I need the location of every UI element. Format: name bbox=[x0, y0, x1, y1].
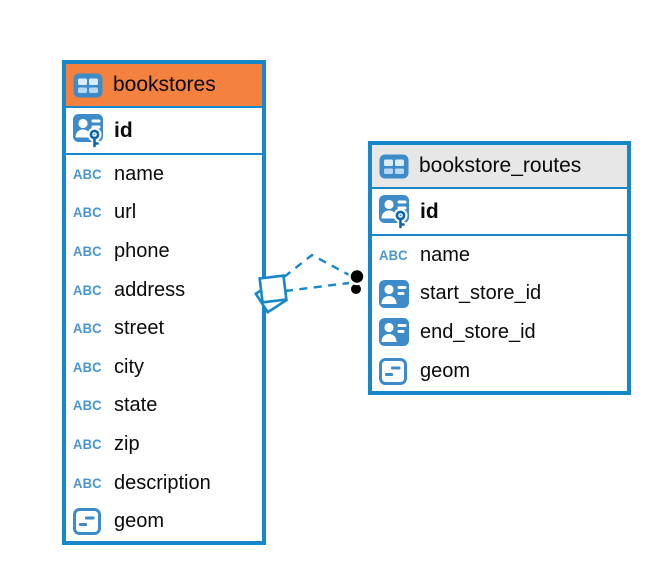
relation-endpoint-dot bbox=[348, 267, 366, 296]
column-row-id[interactable]: id bbox=[372, 189, 627, 236]
relation-line[interactable] bbox=[283, 253, 352, 278]
table-header[interactable]: bookstore_routes bbox=[372, 145, 627, 189]
column-row-name[interactable]: ABC name bbox=[73, 162, 165, 185]
column-row-address[interactable]: ABC address bbox=[73, 278, 186, 301]
text-icon: ABC bbox=[73, 397, 102, 414]
column-row-state[interactable]: ABC state bbox=[73, 394, 158, 417]
text-icon: ABC bbox=[73, 436, 102, 453]
column-row-name[interactable]: ABC name bbox=[379, 243, 471, 266]
table-title: bookstores bbox=[113, 73, 216, 96]
column-row-start_store_id[interactable]: start_store_id bbox=[372, 275, 627, 314]
column-row-street[interactable]: ABC street bbox=[73, 317, 165, 340]
text-icon: ABC bbox=[73, 166, 102, 183]
table-icon bbox=[379, 154, 409, 179]
table-title: bookstore_routes bbox=[419, 154, 582, 177]
relation-line[interactable] bbox=[284, 281, 350, 293]
text-icon: ABC bbox=[379, 247, 408, 264]
primary-key-icon bbox=[379, 194, 411, 230]
table-columns: id ABC name ABC url ABC phone ABC addres… bbox=[66, 108, 262, 541]
table-node-bookstores[interactable]: bookstores id ABC name ABC url ABC phone… bbox=[62, 60, 266, 545]
text-icon: ABC bbox=[73, 359, 102, 376]
column-row-id[interactable]: id bbox=[66, 108, 262, 155]
reference-icon bbox=[379, 318, 411, 347]
column-row-geom[interactable]: geom bbox=[372, 352, 627, 391]
text-icon: ABC bbox=[73, 475, 102, 491]
column-row-url[interactable]: ABC url bbox=[73, 201, 137, 224]
table-node-bookstore-routes[interactable]: bookstore_routes id ABC name bbox=[368, 141, 631, 395]
column-row-geom[interactable]: geom bbox=[66, 502, 262, 541]
text-icon: ABC bbox=[73, 320, 102, 337]
geometry-icon bbox=[379, 357, 411, 385]
column-row-phone[interactable]: ABC phone bbox=[73, 239, 170, 262]
text-icon: ABC bbox=[73, 243, 102, 260]
column-row-end_store_id[interactable]: end_store_id bbox=[372, 313, 627, 352]
text-icon: ABC bbox=[73, 205, 102, 221]
table-columns: id ABC name start_store_id end_store_id … bbox=[372, 189, 627, 390]
reference-icon bbox=[379, 279, 411, 308]
text-icon: ABC bbox=[73, 282, 102, 298]
column-row-zip[interactable]: ABC zip bbox=[73, 432, 140, 455]
table-icon bbox=[73, 73, 103, 98]
primary-key-icon bbox=[73, 113, 105, 149]
geometry-icon bbox=[73, 508, 105, 536]
column-row-city[interactable]: ABC city bbox=[73, 355, 144, 378]
table-header[interactable]: bookstores bbox=[66, 64, 262, 108]
column-row-description[interactable]: ABC description bbox=[73, 471, 211, 494]
